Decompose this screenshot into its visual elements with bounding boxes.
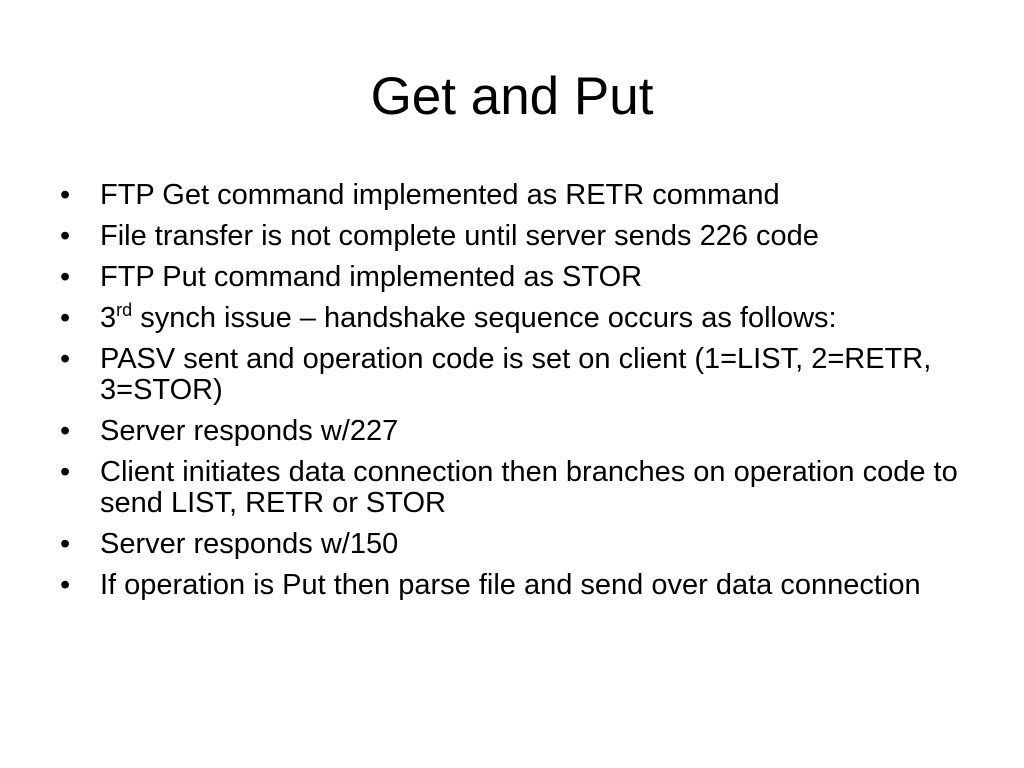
bullet-icon: • bbox=[60, 343, 71, 375]
bullet-icon: • bbox=[60, 569, 71, 601]
bullet-text: Client initiates data connection then br… bbox=[100, 456, 958, 519]
list-item: • Server responds w/150 bbox=[54, 529, 984, 560]
bullet-text-prefix: 3 bbox=[100, 302, 117, 334]
bullet-text: FTP Get command implemented as RETR comm… bbox=[100, 179, 780, 211]
bullet-text: File transfer is not complete until serv… bbox=[100, 220, 819, 252]
bullet-text: synch issue – handshake sequence occurs … bbox=[132, 302, 837, 334]
list-item: • FTP Get command implemented as RETR co… bbox=[54, 180, 984, 211]
list-item: • 3rd synch issue – handshake sequence o… bbox=[54, 300, 984, 334]
bullet-icon: • bbox=[60, 179, 71, 211]
list-item: • PASV sent and operation code is set on… bbox=[54, 344, 984, 406]
bullet-text: Server responds w/227 bbox=[100, 415, 399, 447]
bullet-icon: • bbox=[60, 456, 71, 488]
bullet-icon: • bbox=[60, 302, 71, 334]
bullet-text-superscript: rd bbox=[116, 300, 133, 320]
bullet-list: • FTP Get command implemented as RETR co… bbox=[54, 180, 984, 611]
list-item: • File transfer is not complete until se… bbox=[54, 221, 984, 252]
bullet-text: FTP Put command implemented as STOR bbox=[100, 261, 643, 293]
bullet-icon: • bbox=[60, 415, 71, 447]
bullet-text: Server responds w/150 bbox=[100, 528, 399, 560]
bullet-icon: • bbox=[60, 261, 71, 293]
bullet-text: If operation is Put then parse file and … bbox=[100, 569, 921, 601]
list-item: • Server responds w/227 bbox=[54, 416, 984, 447]
bullet-icon: • bbox=[60, 528, 71, 560]
slide-title: Get and Put bbox=[370, 67, 654, 126]
list-item: • Client initiates data connection then … bbox=[54, 457, 984, 519]
list-item: • If operation is Put then parse file an… bbox=[54, 570, 984, 601]
bullet-icon: • bbox=[60, 220, 71, 252]
list-item: • FTP Put command implemented as STOR bbox=[54, 262, 984, 293]
bullet-text: PASV sent and operation code is set on c… bbox=[100, 343, 932, 406]
